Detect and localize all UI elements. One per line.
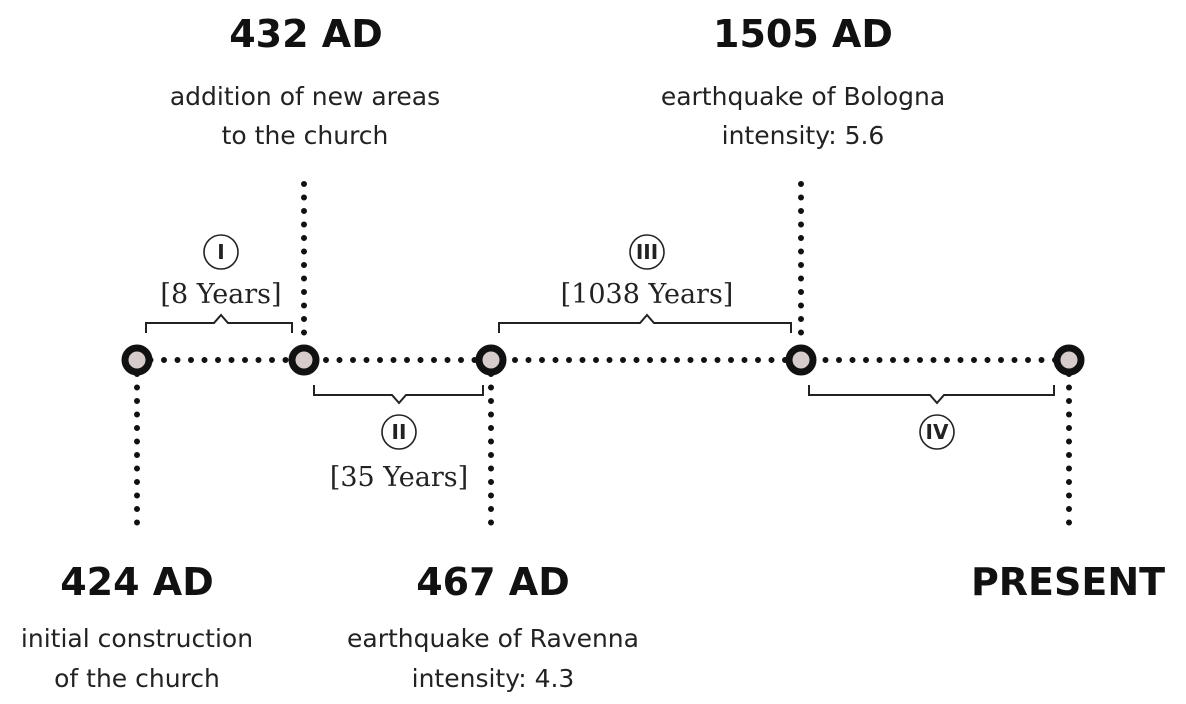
event-432-desc-line1: addition of new areas: [170, 82, 440, 111]
node-432: [288, 344, 320, 376]
period-i-numeral: I: [217, 240, 224, 264]
period-iii-numeral-circle: [629, 234, 665, 270]
event-present-label: PRESENT: [971, 560, 1165, 604]
period-ii-numeral-circle: [381, 414, 417, 450]
period-i-numeral-circle: [203, 234, 239, 270]
period-brace-iii: [498, 313, 792, 333]
event-432-desc-line2: to the church: [222, 121, 389, 150]
period-brace-ii: [313, 385, 484, 405]
event-467-desc-line2: intensity: 4.3: [412, 664, 575, 693]
node-424: [121, 344, 153, 376]
event-467-year: 467 AD: [416, 560, 570, 604]
event-432-year: 432 AD: [229, 12, 383, 56]
event-424-desc-line2: of the church: [54, 664, 220, 693]
node-467: [475, 344, 507, 376]
period-brace-i: [145, 313, 293, 333]
period-iii-numeral: III: [636, 240, 658, 264]
event-1505-desc-line1: earthquake of Bologna: [661, 82, 945, 111]
event-424-desc-line1: initial construction: [21, 624, 253, 653]
period-brace-iv: [808, 385, 1055, 405]
period-iv-numeral-circle: [919, 414, 955, 450]
period-iii-duration: [1038 Years]: [561, 279, 734, 310]
node-1505: [785, 344, 817, 376]
event-1505-desc-line2: intensity: 5.6: [722, 121, 885, 150]
period-iv-numeral: IV: [926, 420, 949, 444]
period-ii-numeral: II: [392, 420, 407, 444]
event-467-desc-line1: earthquake of Ravenna: [347, 624, 639, 653]
period-i-duration: [8 Years]: [160, 279, 281, 310]
node-present: [1053, 344, 1085, 376]
event-1505-year: 1505 AD: [713, 12, 893, 56]
period-ii-duration: [35 Years]: [330, 462, 468, 493]
event-424-year: 424 AD: [60, 560, 214, 604]
